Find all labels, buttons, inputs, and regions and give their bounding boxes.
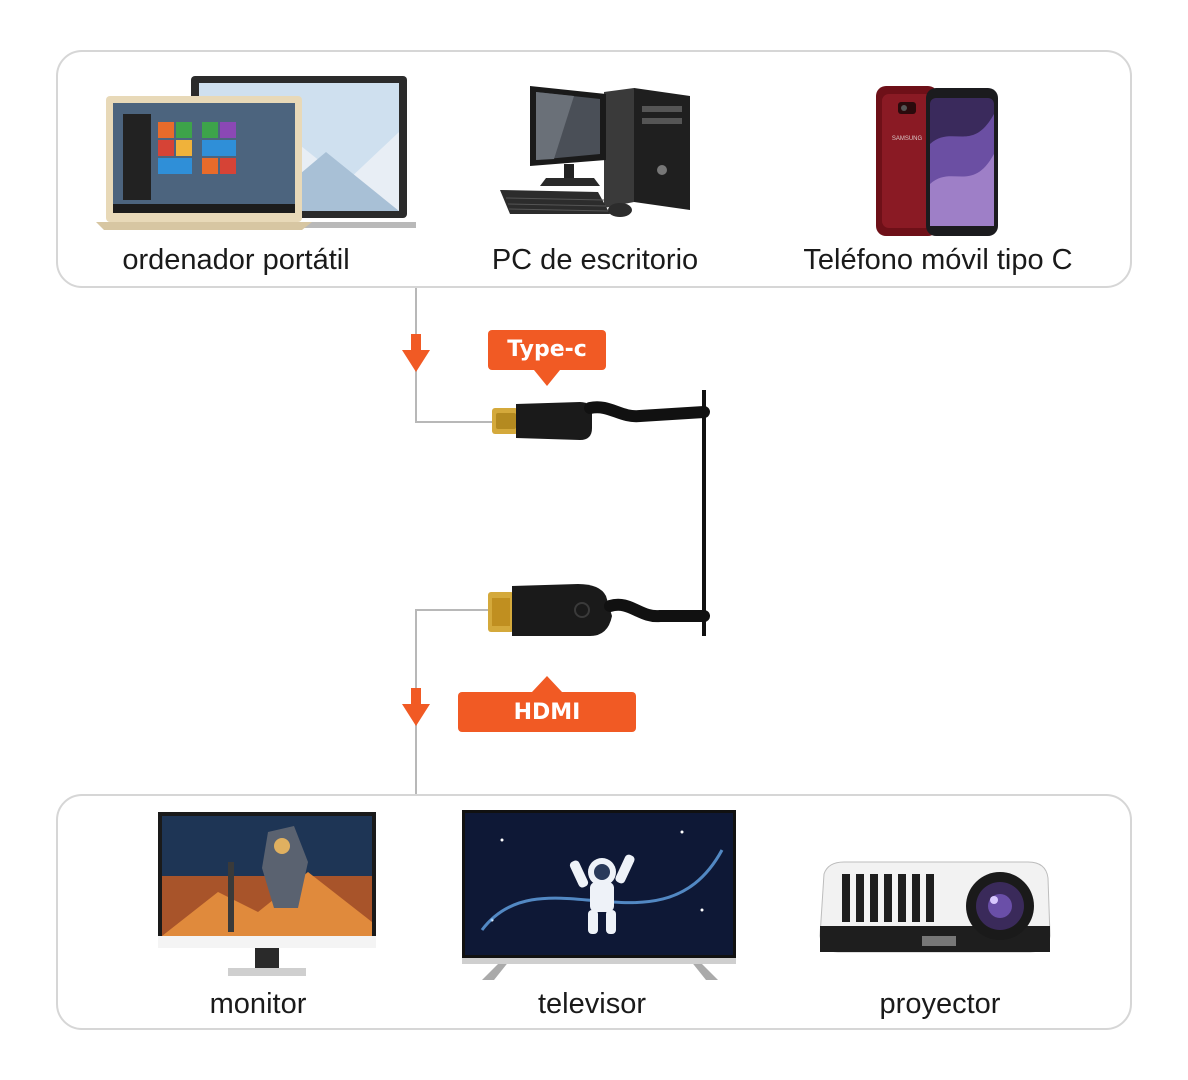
input-tag-pointer (534, 370, 560, 386)
television-label: televisor (538, 988, 646, 1020)
television-image (462, 810, 736, 980)
phone-brand-text: SAMSUNG (892, 136, 923, 142)
hdmi-tag: HDMI (458, 692, 636, 732)
desktop-pc-label: PC de escritorio (491, 244, 699, 276)
phone-label: Teléfono móvil tipo C (803, 244, 1073, 276)
desktop-pc-image (500, 86, 690, 217)
output-tag-pointer (532, 676, 562, 692)
type-c-phone-image: SAMSUNG (876, 86, 998, 236)
output-arrow-icon (402, 688, 430, 726)
cable-image (488, 390, 710, 636)
monitor-label: monitor (209, 988, 307, 1020)
laptop-image (96, 76, 416, 230)
input-connection-line (415, 288, 492, 423)
output-devices-panel: monitor televisor (56, 794, 1132, 1030)
output-connection-line (415, 609, 488, 794)
input-arrow-icon (402, 334, 430, 372)
projector-image (819, 861, 1051, 953)
type-c-tag: Type-c (488, 330, 606, 370)
laptop-label: ordenador portátil (122, 244, 350, 276)
projector-label: proyector (879, 988, 1001, 1020)
monitor-image (158, 812, 376, 976)
source-devices-panel: ordenador portátil PC de escritorio SAMS… (56, 50, 1132, 288)
